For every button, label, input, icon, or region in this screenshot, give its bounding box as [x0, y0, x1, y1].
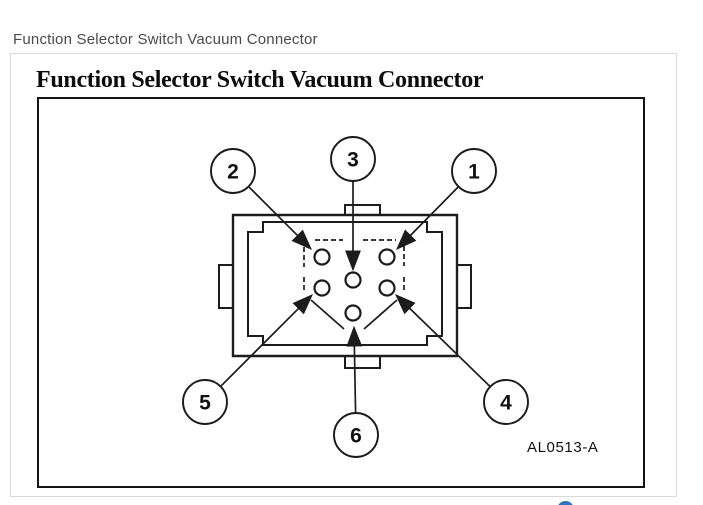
callout-number: 1: [468, 161, 480, 184]
callout-arrowhead: [345, 250, 361, 272]
vacuum-port: [344, 271, 362, 289]
connector-diagram: 1 2 3 4 5 6: [182, 136, 529, 458]
figure-title: Function Selector Switch Vacuum Connecto…: [36, 67, 484, 93]
callout-circle: [483, 379, 529, 425]
vacuum-port: [378, 279, 396, 297]
callout-number: 4: [500, 392, 512, 415]
callout-arrowhead: [292, 294, 313, 315]
connector-left-tab: [218, 264, 234, 309]
callout-leader-line: [409, 307, 491, 388]
callout-number: 6: [350, 425, 362, 448]
callout-arrowhead: [396, 229, 417, 251]
callout-arrowhead: [346, 325, 363, 347]
callout-circle: [182, 379, 228, 425]
figure-panel: Function Selector Switch Vacuum Connecto…: [10, 53, 677, 497]
figure-code-label: AL0513-A: [527, 439, 599, 456]
callout-arrowhead: [394, 294, 416, 315]
connector-bottom-tab: [344, 357, 381, 369]
callout-circle: [451, 148, 497, 194]
callout-leader-line: [219, 307, 300, 388]
callout-number: 2: [227, 161, 239, 184]
diagram-frame: 1 2 3 4 5 6 AL0513-A: [37, 97, 645, 488]
page-title: Function Selector Switch Vacuum Connecto…: [13, 31, 318, 48]
connector-body-outline: [231, 213, 459, 358]
vacuum-port: [344, 304, 362, 322]
connector-top-tab: [344, 204, 381, 214]
blue-dot-button[interactable]: [557, 501, 574, 505]
vacuum-port: [313, 248, 331, 266]
connector-inner-wall: [247, 221, 443, 346]
callout-circle: [210, 148, 256, 194]
callout-leader-line: [247, 185, 299, 237]
port-cluster-boundary-v: [310, 299, 398, 330]
vacuum-port: [378, 248, 396, 266]
vacuum-port: [313, 279, 331, 297]
callout-leader-line: [353, 345, 357, 414]
port-cluster-boundary: [303, 239, 405, 293]
callout-circle: [333, 412, 379, 458]
callout-number: 3: [347, 149, 359, 172]
callout-arrowhead: [291, 229, 312, 250]
connector-right-tab: [456, 264, 472, 309]
callout-circle: [330, 136, 376, 182]
callout-leader-line: [409, 186, 460, 237]
callout-number: 5: [199, 392, 211, 415]
